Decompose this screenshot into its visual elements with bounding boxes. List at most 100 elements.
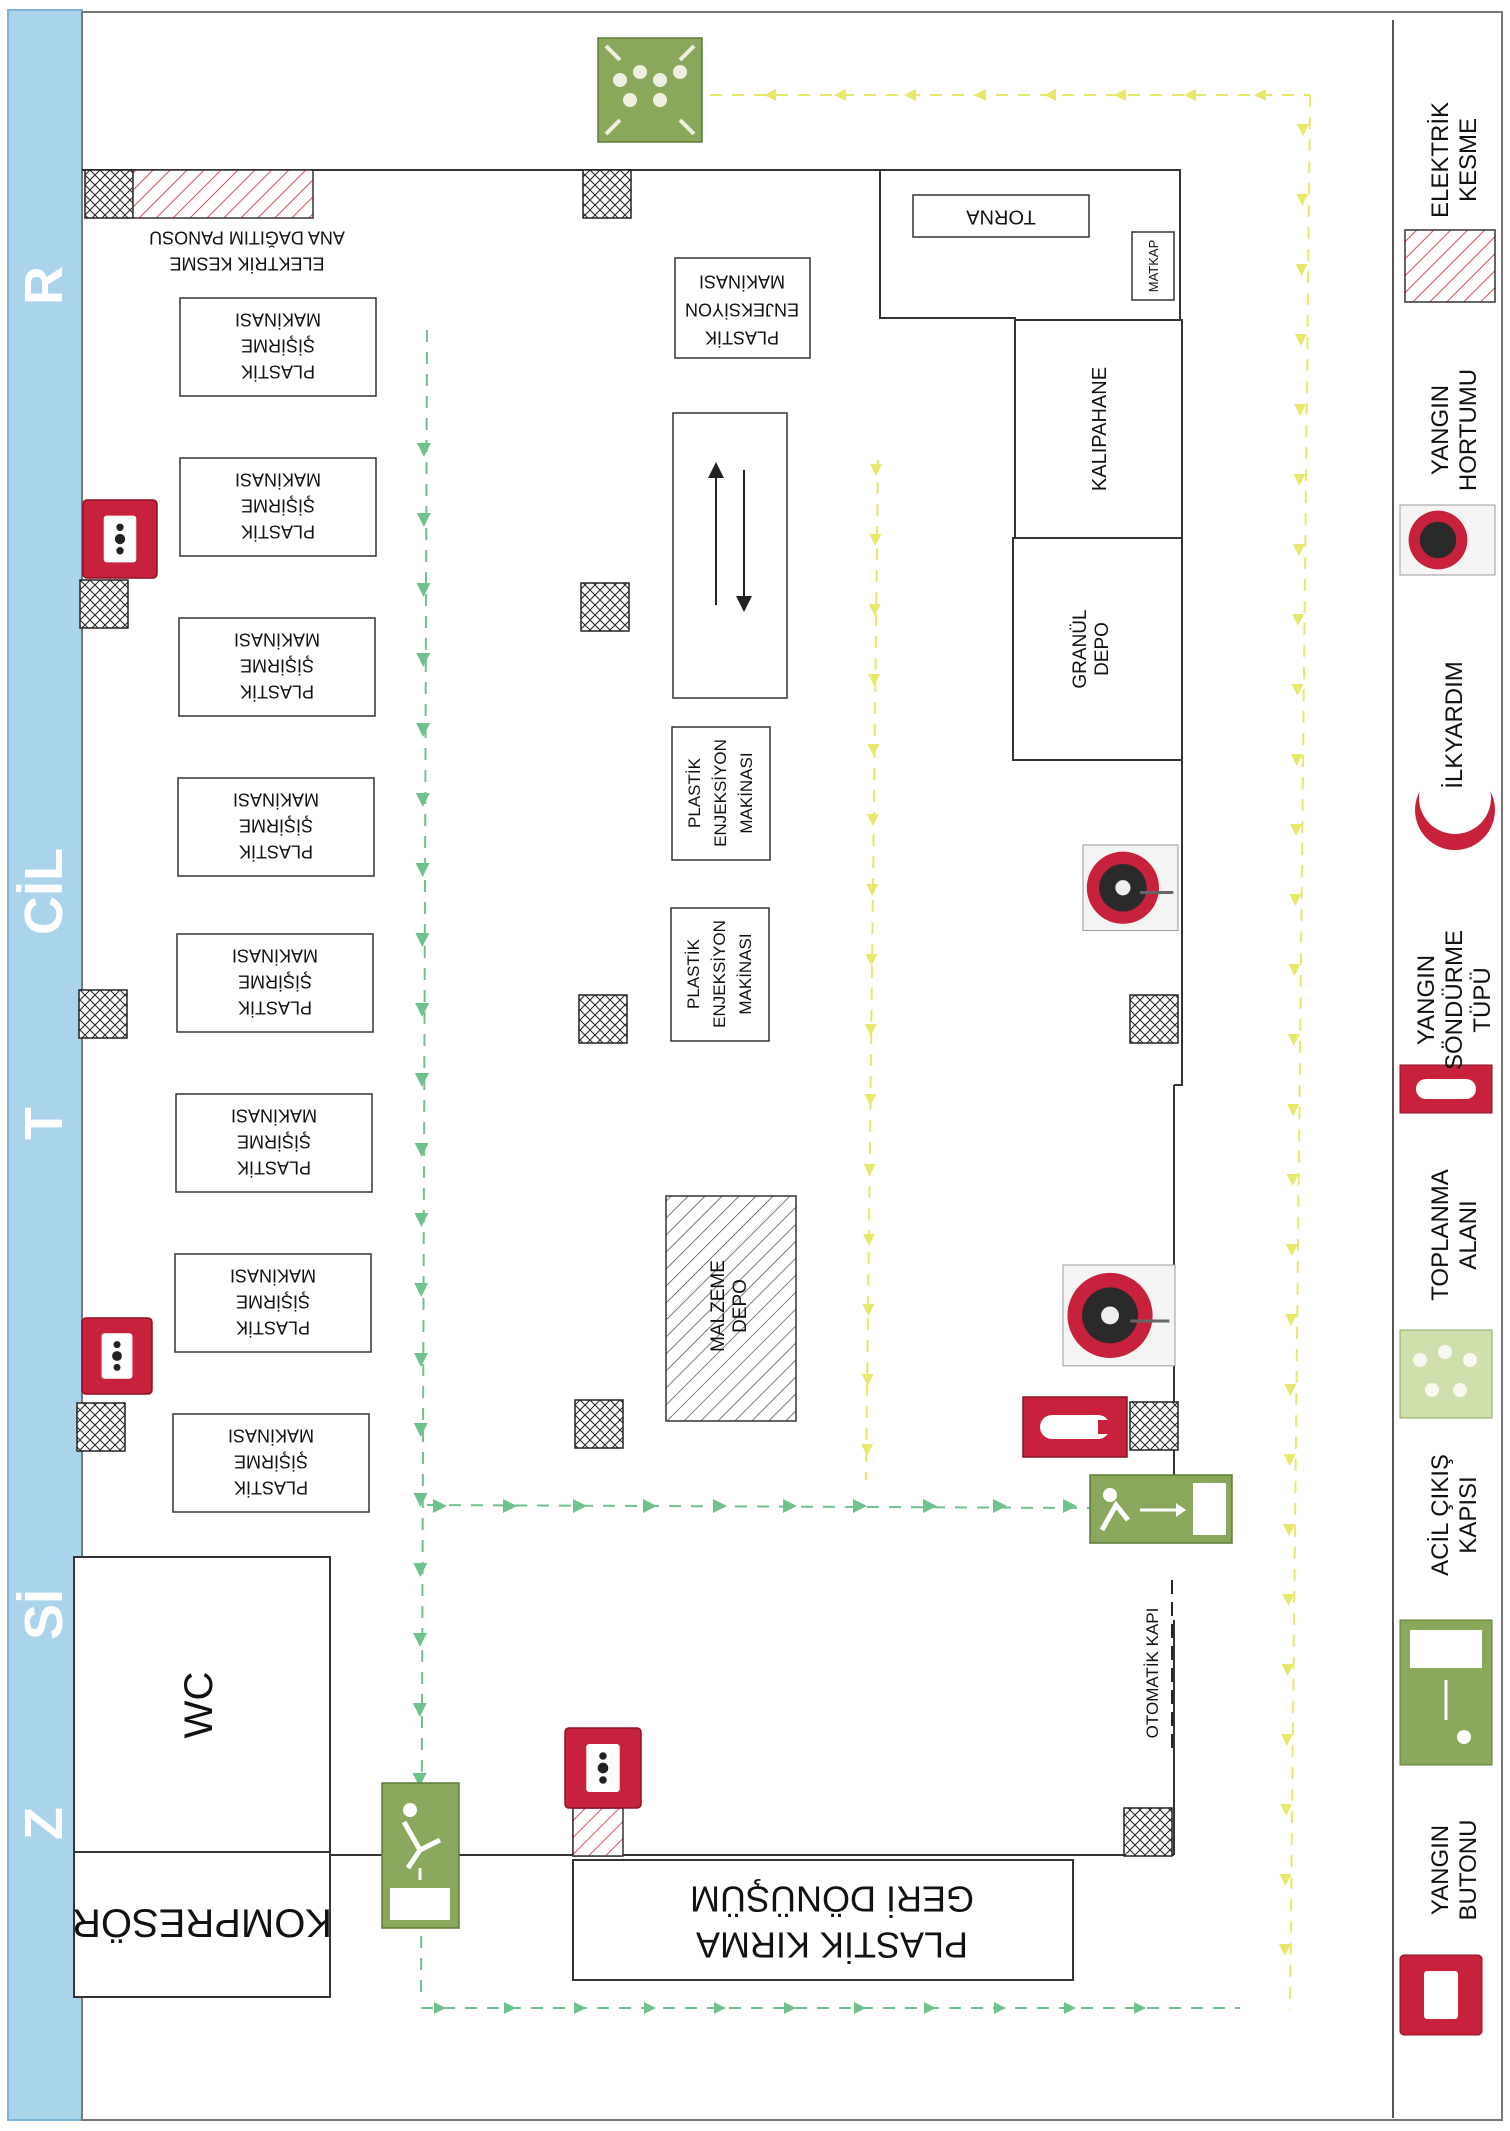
strip-word-z: Z xyxy=(14,1807,74,1840)
blow-machine-label: PLASTİK xyxy=(241,361,315,381)
legend-label: TOPLANMA xyxy=(1427,1169,1454,1301)
legend-label: HORTUMU xyxy=(1455,369,1482,491)
route-arrow xyxy=(1290,754,1303,766)
route-arrow xyxy=(764,89,776,101)
blow-machine-label: MAKİNASI xyxy=(230,1265,316,1285)
route-arrow xyxy=(865,954,878,966)
route-arrow xyxy=(1292,614,1305,626)
route-arrow xyxy=(994,2002,1006,2014)
route-arrow xyxy=(415,793,430,807)
route-arrow xyxy=(416,723,431,737)
route-arrow xyxy=(1282,1594,1295,1606)
panel-label-2: ELEKTRİK KESME xyxy=(169,253,324,273)
fire-alarm-button-icon xyxy=(564,1727,642,1809)
route-arrow xyxy=(1114,89,1126,101)
route-arrow xyxy=(1134,2002,1146,2014)
kalipahane-label: KALIPAHANE xyxy=(1089,367,1111,491)
injection-mid-2: PLASTİK ENJEKSİYON MAKİNASI xyxy=(670,907,770,1042)
route-line xyxy=(426,1504,1091,1509)
route-arrow xyxy=(861,1374,874,1386)
injection-mid1-line-2: ENJEKSİYON xyxy=(711,739,730,847)
strip-word-t: T xyxy=(14,1107,74,1140)
legend-label: İLKYARDIM xyxy=(1441,661,1468,789)
blow-machine-label: ŞİŞİRME xyxy=(240,655,314,675)
fire-alarm-button-icon xyxy=(1399,1954,1483,2036)
route-arrow xyxy=(1292,544,1305,556)
route-arrow xyxy=(861,1444,874,1456)
route-arrow xyxy=(923,1499,937,1513)
blow-machine-label: ŞİŞİRME xyxy=(236,1291,310,1311)
strip-word-si: Sİ xyxy=(14,1589,74,1640)
route-arrow xyxy=(412,1773,427,1787)
route-arrow xyxy=(784,2002,796,2014)
injection-mid2-line-1: PLASTİK xyxy=(684,938,703,1009)
structural-column xyxy=(1129,1401,1179,1451)
route-arrow xyxy=(1294,334,1307,346)
structural-column xyxy=(1129,994,1179,1044)
fire-hose-icon xyxy=(1062,1264,1176,1367)
route-arrow xyxy=(1283,1524,1295,1536)
route-arrow xyxy=(503,1499,517,1513)
route-arrow xyxy=(1286,1174,1299,1186)
kalipahane-room xyxy=(1014,319,1183,539)
malzeme-line-2: DEPO xyxy=(730,1279,751,1333)
fire-hose-icon xyxy=(1399,504,1496,576)
route-arrow xyxy=(1285,1314,1298,1326)
strip-word-cil: CİL xyxy=(14,848,74,935)
blow-machine-label: MAKİNASI xyxy=(235,309,321,329)
granul-depo-room xyxy=(1012,537,1183,761)
structural-column xyxy=(78,989,128,1039)
emergency-exit-icon xyxy=(1399,1619,1493,1766)
route-arrow xyxy=(1184,89,1196,101)
route-arrow xyxy=(413,1353,428,1367)
route-arrow xyxy=(414,1213,429,1227)
blow-machine: PLASTİK ŞİŞİRME MAKİNASI xyxy=(179,297,377,397)
otomatik-kapi-label: OTOMATİK KAPI xyxy=(1143,1608,1162,1739)
structural-column xyxy=(76,1402,126,1452)
route-arrow xyxy=(413,1563,428,1577)
route-arrow xyxy=(1280,1734,1293,1746)
route-arrow xyxy=(415,933,430,947)
blow-machine-label: ŞİŞİRME xyxy=(238,971,312,991)
blow-machine-label: PLASTİK xyxy=(241,521,315,541)
blow-machines: PLASTİK ŞİŞİRME MAKİNASI PLASTİK ŞİŞİRME MAKİ… xyxy=(172,297,377,1513)
injection-mid2-line-2: ENJEKSİYON xyxy=(710,920,729,1028)
injection-top-line-2: ENJEKSİYON xyxy=(685,299,799,319)
route-arrow xyxy=(1285,1244,1298,1256)
route-arrow xyxy=(1290,824,1302,836)
route-arrow xyxy=(904,89,916,101)
route-arrow xyxy=(866,814,879,826)
route-arrow xyxy=(1293,474,1306,486)
blow-machine-label: PLASTİK xyxy=(236,1317,310,1337)
route-arrow xyxy=(993,1499,1007,1513)
fire-extinguisher-icon xyxy=(1022,1396,1128,1458)
route-arrow xyxy=(1294,404,1307,416)
malzeme-line-1: MALZEME xyxy=(708,1260,729,1352)
route-arrow xyxy=(413,1423,428,1437)
wc-room xyxy=(73,1556,331,1853)
blow-machine-label: ŞİŞİRME xyxy=(241,335,315,355)
blow-machine-label: MAKİNASI xyxy=(234,629,320,649)
torna-room: TORNA MATKAP xyxy=(879,170,1182,321)
blow-machine-label: MAKİNASI xyxy=(235,469,321,489)
route-arrow xyxy=(714,2002,726,2014)
blow-machine-label: MAKİNASI xyxy=(232,945,318,965)
legend-label: KESME xyxy=(1455,118,1482,202)
route-arrow xyxy=(1287,1034,1300,1046)
blow-machine-label: ŞİŞİRME xyxy=(234,1451,308,1471)
blow-machine: PLASTİK ŞİŞİRME MAKİNASI xyxy=(174,1253,372,1353)
route-arrow xyxy=(1284,1384,1297,1396)
route-arrow xyxy=(1254,89,1266,101)
blow-machine-label: MAKİNASI xyxy=(231,1105,317,1125)
blow-machine-label: ŞİŞİRME xyxy=(237,1131,311,1151)
route-arrow xyxy=(864,1024,877,1036)
injection-top: PLASTİK ENJEKSİYON MAKİNASI xyxy=(674,257,811,359)
route-arrow xyxy=(713,1499,727,1513)
injection-mid-1: PLASTİK ENJEKSİYON MAKİNASI xyxy=(671,726,771,861)
route-arrow xyxy=(415,863,430,877)
